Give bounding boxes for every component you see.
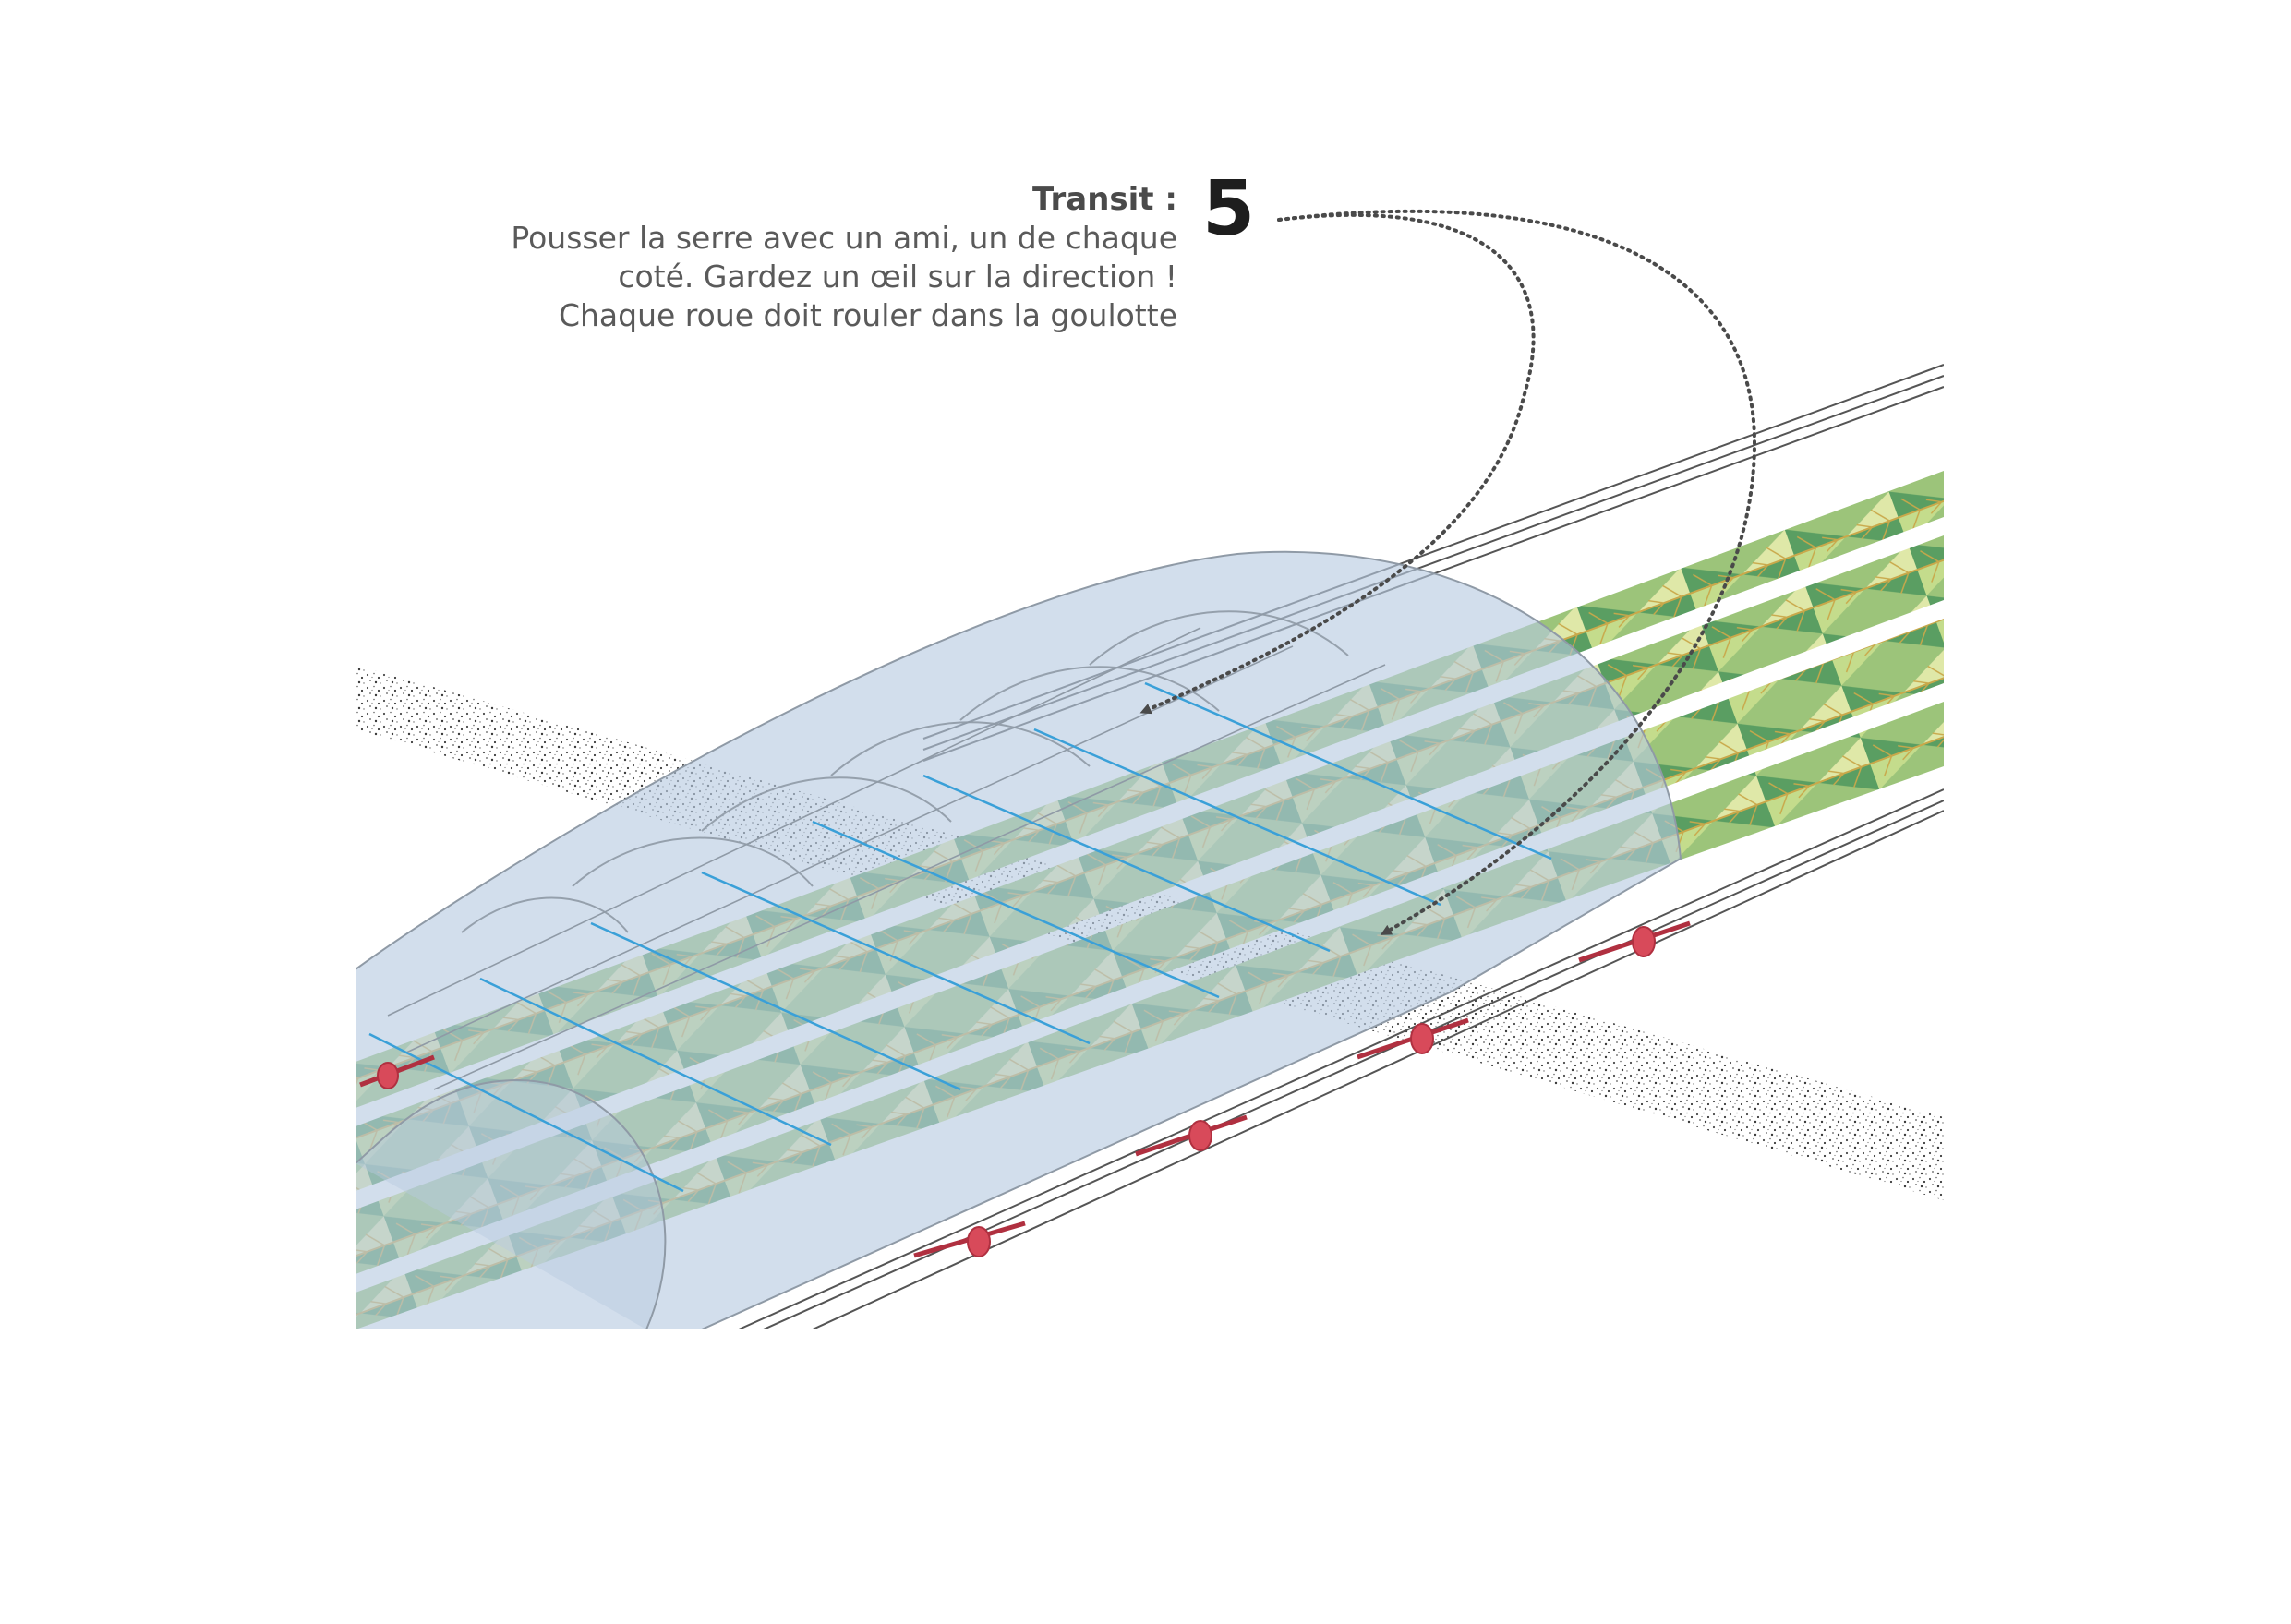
wheel-icon [913, 1221, 1026, 1258]
leader-lines [1139, 209, 1757, 935]
caption-line-1: Pousser la serre avec un ami, un de chaq… [511, 220, 1177, 256]
wheel-icon [1578, 920, 1691, 963]
caption-line-2: coté. Gardez un œil sur la direction ! [618, 259, 1177, 295]
leader-to-greenhouse [1139, 212, 1536, 715]
step-number: 5 [1202, 165, 1256, 253]
transit-caption: Transit : Pousser la serre avec un ami, … [511, 180, 1177, 335]
greenhouse [356, 550, 1682, 1329]
leader-to-wheel-rail [1277, 209, 1757, 935]
wheel-icon [1135, 1114, 1248, 1157]
caption-line-3: Chaque roue doit rouler dans la goulotte [558, 297, 1177, 333]
wheel-icon [1357, 1017, 1469, 1060]
caption-title: Transit : [1032, 181, 1177, 218]
wheel-carriages [359, 920, 1691, 1258]
wheel-icon [359, 1054, 435, 1089]
